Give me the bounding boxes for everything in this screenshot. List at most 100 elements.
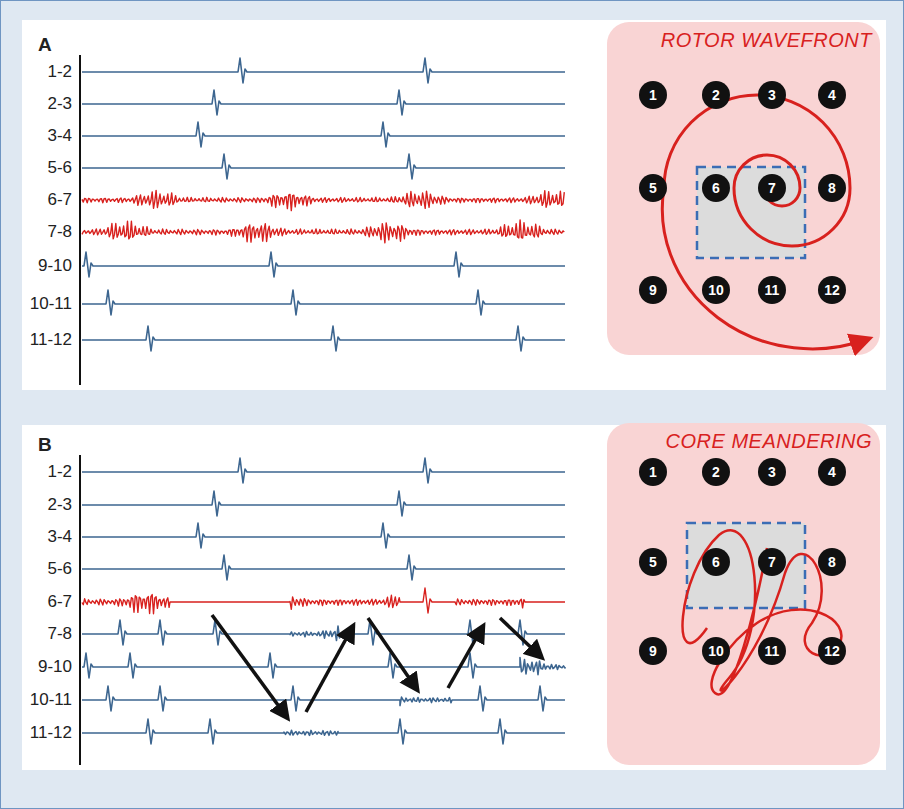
electrode-number: 4 [828,87,836,103]
electrode: 2 [702,81,730,109]
lead-label: 7-8 [12,624,72,644]
electrode: 4 [818,81,846,109]
electrode-number: 8 [828,180,836,196]
electrogram-trace [82,58,565,83]
lead-label: 11-12 [12,723,72,743]
lead-label: 2-3 [12,94,72,114]
electrode-number: 10 [708,282,724,298]
electrode-number: 6 [712,554,720,570]
electrode-number: 8 [828,554,836,570]
lead-label: 10-11 [12,690,72,710]
electrogram-trace [82,491,565,516]
electrode-number: 10 [708,643,724,659]
electrode: 5 [639,548,667,576]
atrial-tissue [607,423,880,765]
rotor-spiral [662,95,865,349]
electrode-number: 12 [824,282,840,298]
electrode: 8 [818,174,846,202]
propagation-arrows [212,615,540,716]
electrode-number: 9 [649,643,657,659]
propagation-arrow [368,618,416,688]
electrode-number: 7 [768,554,776,570]
electrogram-trace [82,719,565,744]
electrode: 8 [818,548,846,576]
electrogram-trace [82,523,565,548]
electrode: 6 [702,174,730,202]
electrode: 3 [758,458,786,486]
electrode-number: 2 [712,87,720,103]
electrode: 1 [639,81,667,109]
electrogram-trace [82,686,565,711]
electrode: 9 [639,276,667,304]
core-region [697,167,805,258]
electrode-number: 1 [649,87,657,103]
meander-map [607,423,880,765]
lead-label: 6-7 [12,592,72,612]
lead-label: 3-4 [12,527,72,547]
electrode: 11 [758,637,786,665]
electrode-number: 12 [824,643,840,659]
electrogram-trace [82,620,565,645]
electrode-number: 7 [768,180,776,196]
electrode-map: ROTOR WAVEFRONT123456789101112 [607,22,880,355]
electrode: 4 [818,458,846,486]
lead-label: 3-4 [12,126,72,146]
electrode-number: 9 [649,282,657,298]
electrogram-trace [82,252,565,277]
propagation-arrow [306,628,352,712]
lead-label: 10-11 [12,294,72,314]
electrode-number: 11 [765,282,780,298]
electrogram-trace [82,220,564,243]
lead-label: 9-10 [12,657,72,677]
lead-label: 2-3 [12,495,72,515]
electrogram-traces [82,58,565,744]
propagation-arrow [448,628,482,688]
electrode-number: 3 [768,464,776,480]
electrode: 12 [818,276,846,304]
panel-letter: B [38,434,52,456]
electrogram-trace [82,653,565,678]
electrode-number: 5 [649,180,657,196]
electrogram-trace [82,458,565,483]
lead-label: 1-2 [12,62,72,82]
electrode-number: 1 [649,464,657,480]
electrode: 10 [702,637,730,665]
electrogram-trace [82,555,565,580]
electrogram-trace [82,290,565,315]
electrode: 9 [639,637,667,665]
core-path [683,530,842,694]
lead-label: 5-6 [12,559,72,579]
electrode-number: 4 [828,464,836,480]
panel-letter: A [38,34,52,56]
electrode: 2 [702,458,730,486]
lead-label: 1-2 [12,462,72,482]
electrode: 12 [818,637,846,665]
electrode: 11 [758,276,786,304]
electrode-number: 2 [712,464,720,480]
propagation-arrow [212,615,286,716]
electrode: 6 [702,548,730,576]
electrode: 5 [639,174,667,202]
lead-label: 6-7 [12,190,72,210]
atrial-tissue [607,22,880,355]
electrogram-trace [82,588,565,614]
panel-ground [22,20,886,390]
electrogram-trace [82,190,564,210]
electrogram-trace [82,122,565,147]
electrode-number: 11 [765,643,780,659]
electrode: 7 [758,548,786,576]
electrode: 7 [758,174,786,202]
electrode-number: 6 [712,180,720,196]
electrogram-trace [82,90,565,115]
lead-label: 5-6 [12,158,72,178]
axis-line [79,455,81,765]
propagation-arrow [500,618,540,656]
rotor-map [607,22,880,355]
axis-line [79,55,81,385]
electrode-number: 5 [649,554,657,570]
electrode-map: CORE MEANDERING123456789101112 [607,423,880,765]
lead-label: 11-12 [12,330,72,350]
electrode: 1 [639,458,667,486]
